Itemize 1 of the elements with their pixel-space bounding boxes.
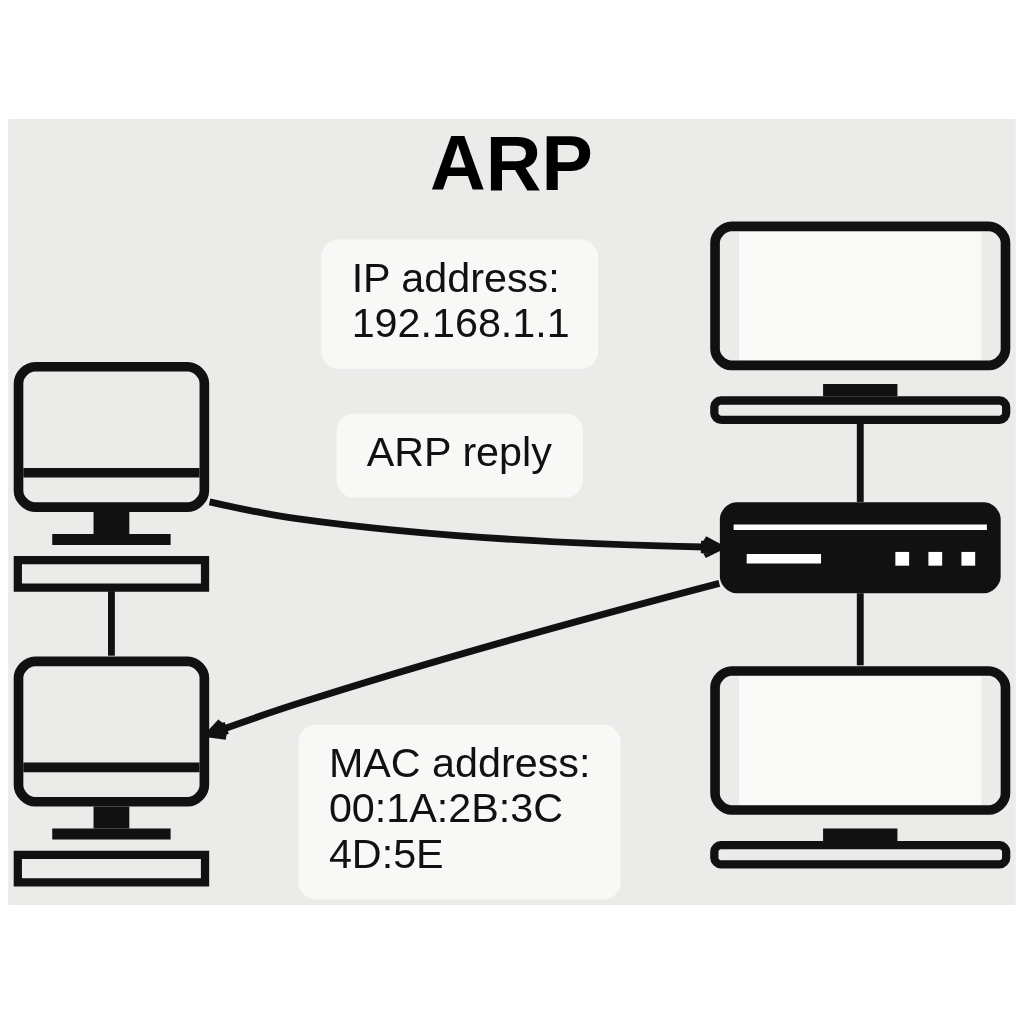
diagram-title: ARP — [430, 120, 593, 207]
